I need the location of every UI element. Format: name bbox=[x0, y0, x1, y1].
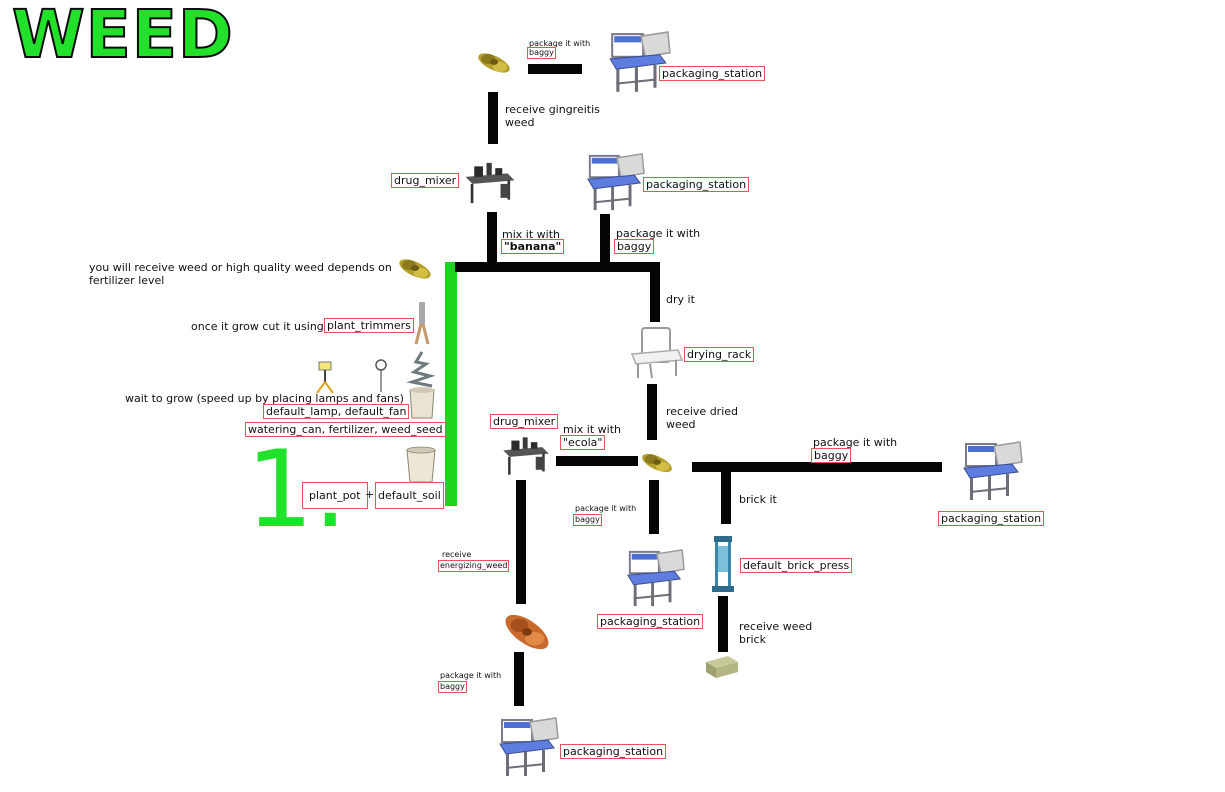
ecola-label: "ecola" bbox=[560, 435, 606, 450]
energizing-weed-label: energizing_weed bbox=[438, 560, 510, 572]
plant-pot-label: plant_pot bbox=[302, 482, 368, 509]
banana-label: "banana" bbox=[501, 239, 565, 254]
receive-gingreitis-text: receive gingreitis weed bbox=[505, 103, 600, 129]
dry-it-text: dry it bbox=[666, 293, 695, 306]
plant-trimmers-label: plant_trimmers bbox=[324, 318, 414, 333]
brick-it-text: brick it bbox=[739, 493, 777, 506]
connector-ecola bbox=[556, 456, 638, 466]
lamp-icon bbox=[316, 361, 334, 394]
connector-brick-receive bbox=[718, 596, 728, 652]
packaging-station-bottom-icon bbox=[496, 716, 560, 780]
weed-brick-icon bbox=[706, 656, 738, 678]
page-title: WEED bbox=[11, 0, 234, 73]
fan-icon bbox=[375, 359, 387, 392]
baggy-mid-label: baggy bbox=[573, 514, 602, 526]
packaging-station-bottom-label: packaging_station bbox=[560, 744, 667, 759]
cut-text: once it grow cut it using bbox=[191, 320, 324, 333]
baggy-upper-label: baggy bbox=[614, 239, 655, 254]
packaging-station-mid-icon bbox=[624, 548, 686, 610]
package-top-text: package it with bbox=[529, 39, 591, 48]
packaging-station-right-label: packaging_station bbox=[938, 511, 1045, 526]
grown-plant-pot-icon bbox=[406, 351, 436, 419]
connector-gingreitis bbox=[488, 92, 498, 144]
receive-energizing-text: receive bbox=[442, 550, 472, 559]
packaging-station-right-icon bbox=[960, 440, 1024, 504]
baggy-right-label: baggy bbox=[811, 448, 852, 463]
plus-sign: + bbox=[365, 488, 375, 501]
connector-right-horizontal bbox=[692, 462, 942, 472]
baggy-bottom-label: baggy bbox=[438, 681, 467, 693]
receive-brick-text: receive weed brick bbox=[739, 620, 813, 646]
connector-mixer-down bbox=[487, 212, 497, 268]
drug-mixer-top-icon bbox=[462, 160, 518, 206]
brick-press-label: default_brick_press bbox=[740, 558, 853, 573]
plant-trimmers-icon bbox=[414, 302, 430, 345]
receive-weed-quality-text: you will receive weed or high quality we… bbox=[89, 261, 392, 287]
connector-package-mid bbox=[649, 480, 659, 534]
default-soil-label: default_soil bbox=[375, 482, 444, 509]
energizing-weed-icon bbox=[496, 608, 558, 656]
seed-items-label: watering_can, fertilizer, weed_seed bbox=[245, 422, 446, 437]
package-bottom-text: package it with bbox=[440, 671, 502, 680]
connector-brick bbox=[721, 468, 731, 524]
drying-rack-icon bbox=[630, 327, 684, 379]
drug-mixer-lower-label: drug_mixer bbox=[490, 414, 559, 429]
drug-mixer-lower-icon bbox=[500, 434, 552, 478]
mix-banana-text: mix it with bbox=[502, 228, 560, 241]
package-baggy-text: package it with bbox=[616, 227, 701, 240]
connector-dried bbox=[647, 384, 657, 440]
connector-energizing bbox=[516, 480, 526, 604]
connector-top-horizontal bbox=[528, 64, 582, 74]
packaging-station-mid-label: packaging_station bbox=[597, 614, 704, 629]
weed-bud-icon bbox=[392, 254, 438, 284]
brick-press-icon bbox=[712, 536, 734, 592]
connector-dry bbox=[650, 262, 660, 322]
lamp-fan-label: default_lamp, default_fan bbox=[263, 404, 410, 419]
drug-mixer-top-label: drug_mixer bbox=[391, 173, 460, 188]
growth-bar bbox=[445, 262, 457, 506]
mix-ecola-text: mix it with bbox=[563, 423, 621, 436]
gingreitis-weed-icon bbox=[474, 48, 514, 78]
packaging-station-upper-label: packaging_station bbox=[643, 177, 750, 192]
packaging-station-top-icon bbox=[606, 30, 672, 96]
package-mid-text: package it with bbox=[575, 504, 637, 513]
wait-to-grow-text: wait to grow (speed up by placing lamps … bbox=[125, 392, 404, 405]
connector-station-down bbox=[600, 214, 610, 268]
connector-main-horizontal bbox=[455, 262, 660, 272]
package-right-text: package it with bbox=[813, 436, 898, 449]
dried-weed-icon bbox=[638, 448, 676, 478]
baggy-top-label: baggy bbox=[527, 47, 556, 59]
packaging-station-upper-icon bbox=[584, 152, 646, 214]
drying-rack-label: drying_rack bbox=[684, 347, 755, 362]
plant-pot-icon bbox=[406, 446, 436, 483]
connector-bottom bbox=[514, 652, 524, 706]
receive-dried-text: receive dried weed bbox=[666, 405, 739, 431]
packaging-station-top-label: packaging_station bbox=[659, 66, 766, 81]
